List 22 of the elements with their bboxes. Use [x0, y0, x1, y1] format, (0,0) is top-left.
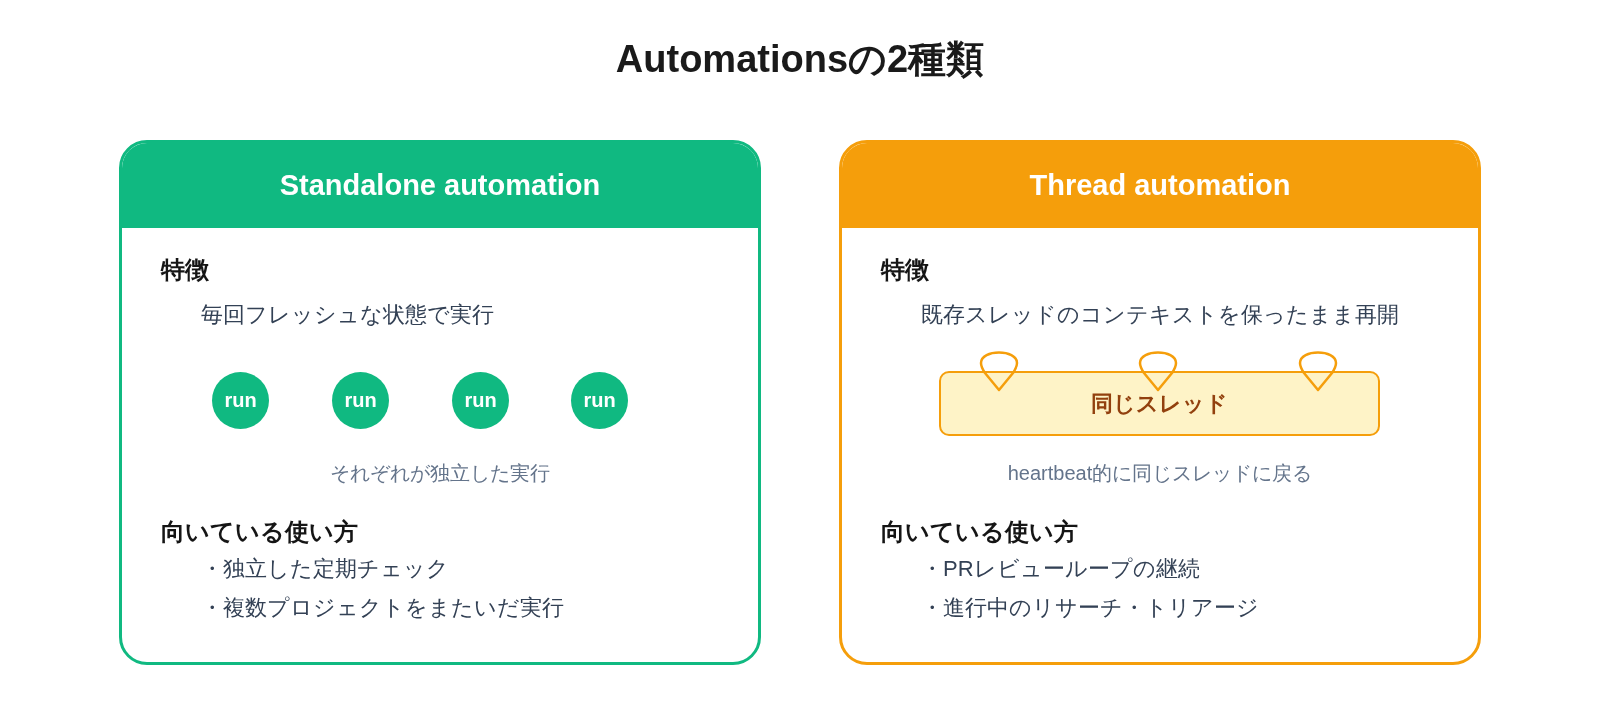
list-item: ・PRレビューループの継続	[921, 555, 1200, 583]
run-circle: run	[332, 372, 389, 429]
list-item: ・複数プロジェクトをまたいだ実行	[201, 594, 564, 622]
description-text: 既存スレッドのコンテキストを保ったまま再開	[921, 301, 1399, 329]
comparison-card	[839, 140, 1481, 665]
run-circle: run	[212, 372, 269, 429]
run-circle: run	[452, 372, 509, 429]
card-header: Thread automation	[842, 143, 1478, 228]
list-item: ・独立した定期チェック	[201, 555, 449, 583]
section-heading: 向いている使い方	[881, 517, 1078, 547]
thread-bar: 同じスレッド	[939, 371, 1380, 436]
comparison-card	[119, 140, 761, 665]
page-title: Automationsの2種類	[615, 37, 985, 82]
section-heading: 向いている使い方	[161, 517, 358, 547]
card-header: Standalone automation	[122, 143, 758, 228]
caption-text: heartbeat的に同じスレッドに戻る	[1007, 461, 1313, 486]
caption-text: それぞれが独立した実行	[330, 461, 550, 486]
run-circle: run	[571, 372, 628, 429]
list-item: ・進行中のリサーチ・トリアージ	[921, 594, 1259, 622]
section-heading: 特徴	[161, 255, 209, 285]
description-text: 毎回フレッシュな状態で実行	[201, 301, 494, 329]
section-heading: 特徴	[881, 255, 929, 285]
